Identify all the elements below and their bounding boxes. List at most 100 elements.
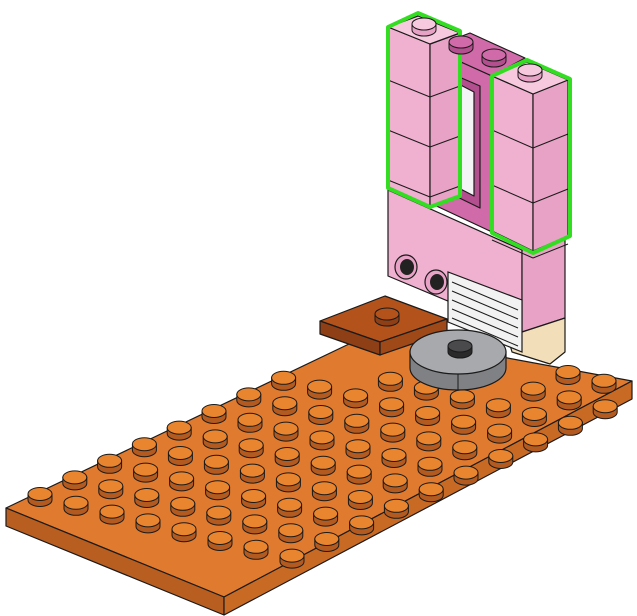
stud-icon	[556, 366, 580, 385]
stud-top	[380, 398, 404, 411]
stud-icon	[280, 549, 304, 568]
stud-icon	[412, 18, 436, 36]
stud-icon	[522, 408, 546, 427]
stud-icon	[518, 64, 542, 82]
stud-top	[28, 488, 52, 501]
stud-top	[202, 405, 226, 418]
stud-top	[518, 64, 542, 76]
stud-top	[416, 407, 440, 420]
stud-icon	[346, 440, 370, 459]
stud-icon	[134, 463, 158, 482]
stud-icon	[63, 471, 87, 490]
stud-top	[172, 523, 196, 536]
stud-top	[237, 388, 261, 401]
hole-inner	[430, 274, 444, 290]
stud-icon	[593, 400, 617, 419]
stud-icon	[521, 382, 545, 401]
stud-top	[309, 406, 333, 419]
stud-icon	[238, 413, 262, 432]
stud-icon	[557, 391, 581, 410]
stud-icon	[452, 415, 476, 434]
stud-top	[204, 455, 228, 468]
stud-top	[278, 498, 302, 511]
stud-icon	[489, 450, 513, 469]
stud-top	[383, 474, 407, 487]
stud-top	[203, 430, 227, 443]
stud-top	[350, 516, 374, 529]
stud-top	[280, 549, 304, 562]
stud-icon	[450, 390, 474, 409]
stud-icon	[237, 388, 261, 407]
stud-icon	[244, 540, 268, 559]
stud-icon	[28, 488, 52, 507]
stud-top	[347, 465, 371, 478]
stud-icon	[168, 447, 192, 466]
stud-top	[99, 480, 123, 493]
stud-top	[207, 506, 231, 519]
stud-top	[449, 36, 473, 48]
stud-top	[558, 416, 582, 429]
stud-icon	[64, 496, 88, 515]
stud-top	[132, 438, 156, 451]
stud-icon	[449, 36, 473, 54]
stud-icon	[272, 371, 296, 390]
stud-icon	[380, 398, 404, 417]
stud-icon	[312, 482, 336, 501]
stud-top	[557, 391, 581, 404]
stud-icon	[344, 389, 368, 408]
stud-top	[315, 533, 339, 546]
stud-top	[344, 389, 368, 402]
stud-icon	[345, 414, 369, 433]
stud-top	[244, 540, 268, 553]
stud-icon	[243, 515, 267, 534]
stud-icon	[99, 480, 123, 499]
stud-icon	[417, 432, 441, 451]
stud-top	[524, 433, 548, 446]
stud-top	[348, 491, 372, 504]
stud-icon	[375, 308, 399, 326]
stud-top	[450, 390, 474, 403]
technic-hole-icon	[395, 255, 417, 279]
hole-inner	[400, 259, 414, 275]
stud-icon	[167, 421, 191, 440]
stud-icon	[278, 498, 302, 517]
stud-top	[452, 415, 476, 428]
stud-top	[238, 413, 262, 426]
stud-top	[167, 421, 191, 434]
stud-top	[242, 490, 266, 503]
right-brick-column-front	[492, 76, 533, 251]
stud-icon	[203, 430, 227, 449]
right-brick-column-side	[533, 80, 568, 251]
stud-top	[136, 514, 160, 527]
stud-icon	[315, 533, 339, 552]
stud-icon	[453, 441, 477, 460]
stud-icon	[135, 489, 159, 508]
stud-icon	[418, 457, 442, 476]
stud-icon	[383, 474, 407, 493]
stud-icon	[171, 497, 195, 516]
stud-icon	[132, 438, 156, 457]
stud-top	[522, 408, 546, 421]
stud-top	[454, 466, 478, 479]
stud-icon	[347, 465, 371, 484]
stud-top	[274, 422, 298, 435]
stud-icon	[454, 466, 478, 485]
stud-icon	[242, 490, 266, 509]
stud-top	[482, 49, 506, 61]
stud-top	[208, 532, 232, 545]
stud-top	[312, 482, 336, 495]
stud-icon	[273, 397, 297, 416]
left-brick-column-front	[388, 27, 430, 207]
stud-icon	[448, 340, 472, 358]
stud-top	[592, 374, 616, 387]
stud-icon	[486, 399, 510, 418]
stud-top	[384, 499, 408, 512]
stud-top	[134, 463, 158, 476]
stud-top	[273, 397, 297, 410]
stud-icon	[524, 433, 548, 452]
stud-top	[345, 414, 369, 427]
stud-top	[556, 366, 580, 379]
stud-top	[486, 399, 510, 412]
stud-icon	[378, 372, 402, 391]
